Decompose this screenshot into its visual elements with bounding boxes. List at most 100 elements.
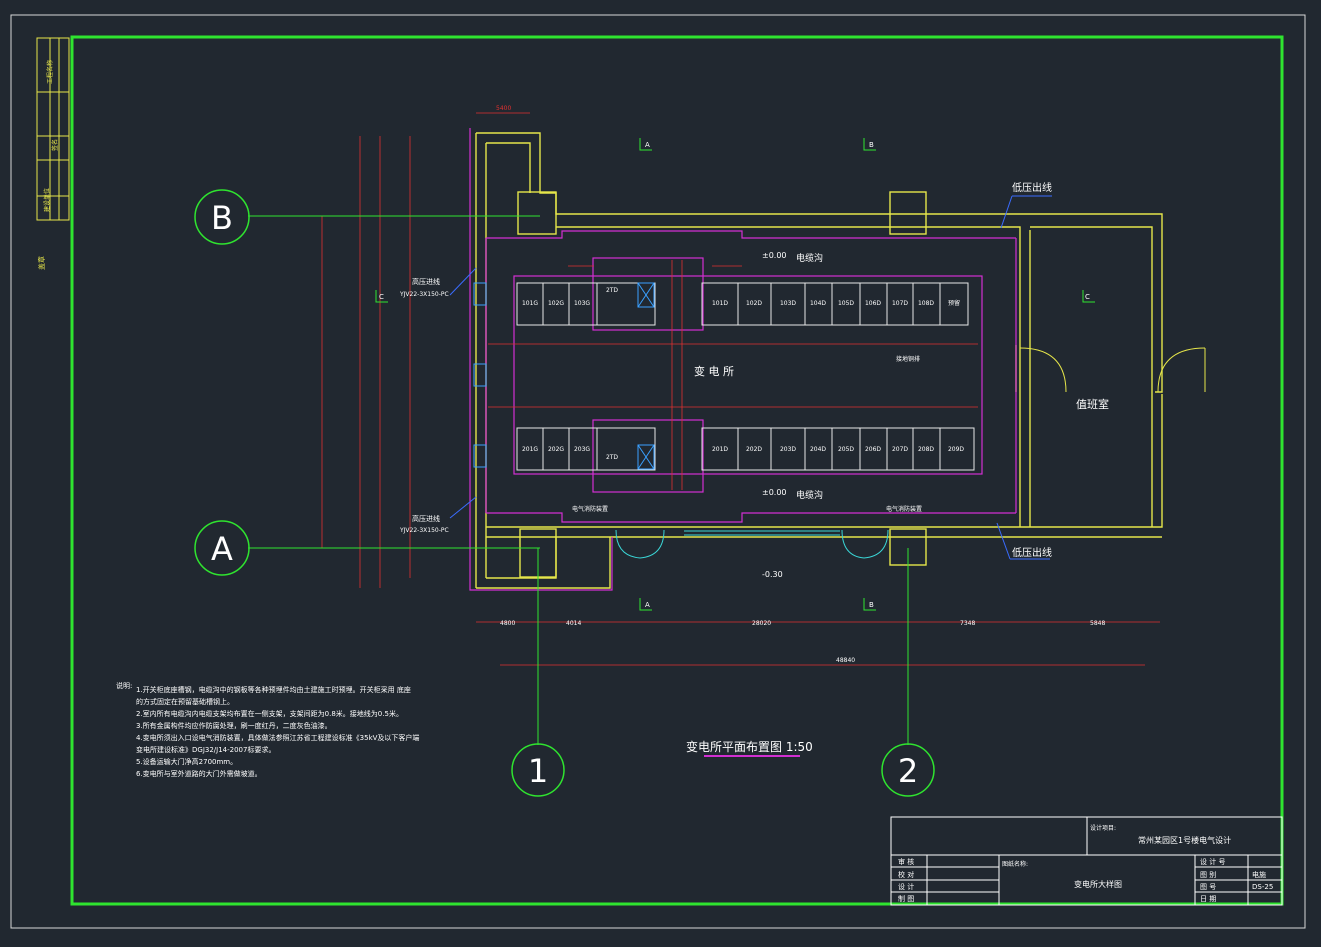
total-dim: 48840 <box>836 657 855 664</box>
axis-label-1: 1 <box>528 752 548 790</box>
low-voltage-out-top: 低压出线 <box>1012 181 1052 194</box>
ground-bar-label: 接地铜排 <box>896 355 920 363</box>
tb-right-row-1: 图 别 <box>1200 870 1216 879</box>
cable-trench-outline <box>469 128 1017 591</box>
axis-label-B: B <box>211 199 233 237</box>
cab-top-9: 106D <box>865 300 881 307</box>
cab-bot-12: 209D <box>948 446 964 453</box>
notes-heading: 说明: <box>116 681 132 690</box>
axis-bubble-1: 1 <box>511 743 565 797</box>
seg5-dim: 5848 <box>1090 620 1105 627</box>
elevation-top: ±0.00 <box>762 251 787 260</box>
leader-lines <box>449 195 1052 560</box>
cab-top-6: 103D <box>780 300 796 307</box>
high-voltage-in-top: 高压进线 <box>412 277 440 286</box>
section-mark-b-top: B <box>869 141 874 149</box>
tb-drawing-label: 图纸名称: <box>1002 860 1028 868</box>
cab-bot-10: 207D <box>892 446 908 453</box>
tb-right-value-1: 电施 <box>1252 870 1266 879</box>
tb-project: 常州某园区1号楼电气设计 <box>1138 835 1231 845</box>
cab-top-5: 102D <box>746 300 762 307</box>
note-line-3: 3.所有金属构件均应作防腐处理，刷一度红丹，二度灰色油漆。 <box>136 721 332 730</box>
fire-device-right: 电气消防装置 <box>886 505 922 513</box>
section-mark-a-bottom: A <box>645 601 650 609</box>
doors <box>615 529 889 559</box>
note-line-1: 的方式固定在预留基础槽钢上。 <box>136 697 234 706</box>
cab-top-1: 102G <box>548 300 564 307</box>
cable-trench-label-bottom: 电缆沟 <box>796 489 823 501</box>
duty-room-doors <box>1019 347 1206 393</box>
axis-bubble-B: B <box>194 189 250 245</box>
seg3-dim: 28020 <box>752 620 771 627</box>
side-stamp-text-0: 工程名称 <box>46 60 54 84</box>
dimension-lines <box>321 112 1160 666</box>
transformer-symbols <box>473 282 655 470</box>
note-line-0: 1.开关柜底座槽钢，电缆沟中的钢板等各种预埋件均由土建施工时预埋。开关柜采用 底… <box>136 685 411 694</box>
axis-lines <box>248 215 909 745</box>
section-mark-c-left: C <box>379 293 384 301</box>
cable-trench-label-top: 电缆沟 <box>796 252 823 264</box>
axis-bubble-A: A <box>194 520 250 576</box>
cab-bot-4: 201D <box>712 446 728 453</box>
note-line-7: 6.变电所与室外道路的大门外需做坡道。 <box>136 769 262 778</box>
cab-bot-6: 203D <box>780 446 796 453</box>
section-mark-b-bottom: B <box>869 601 874 609</box>
cab-top-2: 103G <box>574 300 590 307</box>
cab-top-12: 预留 <box>948 299 960 307</box>
top-width-dim: 5400 <box>496 105 511 112</box>
tb-right-value-2: DS-25 <box>1252 883 1273 891</box>
cab-bot-2: 203G <box>574 446 590 453</box>
cab-top-8: 105D <box>838 300 854 307</box>
elevation-bottom: ±0.00 <box>762 488 787 497</box>
seg2-dim: 4014 <box>566 620 581 627</box>
cab-bot-5: 202D <box>746 446 762 453</box>
cab-top-10: 107D <box>892 300 908 307</box>
cab-bot-9: 206D <box>865 446 881 453</box>
tb-project-label: 设计项目: <box>1090 824 1116 832</box>
tb-left-row-3: 制 图 <box>898 894 914 903</box>
cabinet-row-top <box>516 282 969 326</box>
drawing-title: 变电所平面布置图 1:50 <box>686 739 813 754</box>
cab-top-0: 101G <box>522 300 538 307</box>
high-voltage-in-bottom: 高压进线 <box>412 514 440 523</box>
tb-right-row-3: 日 期 <box>1200 895 1216 903</box>
cab-bot-1: 202G <box>548 446 564 453</box>
note-line-5: 变电所建设标准》DGJ32/J14-2007标要求。 <box>136 745 275 754</box>
side-stamp-block <box>36 37 70 221</box>
seg4-dim: 7348 <box>960 620 975 627</box>
drawing-frame <box>70 35 1284 906</box>
elevation-exterior: -0.30 <box>762 570 783 579</box>
cab-bot-3: 2TD <box>606 454 618 461</box>
low-voltage-out-bottom: 低压出线 <box>1012 546 1052 559</box>
room-main-label: 变 电 所 <box>694 364 734 378</box>
cab-bot-7: 204D <box>810 446 826 453</box>
seg1-dim: 4800 <box>500 620 515 627</box>
building-walls <box>475 132 1163 589</box>
sheet-outer-frame <box>10 14 1306 929</box>
axis-label-2: 2 <box>898 752 918 790</box>
note-line-2: 2.室内所有电缆沟内电缆支架均布置在一侧支架，支架间距为0.8米。接地线为0.5… <box>136 709 403 718</box>
section-mark-c-right: C <box>1085 293 1090 301</box>
cab-top-7: 104D <box>810 300 826 307</box>
side-stamp-text-1: 建设单位 <box>43 188 51 212</box>
cab-bot-8: 205D <box>838 446 854 453</box>
title-block <box>890 816 1283 906</box>
axis-label-A: A <box>211 530 233 568</box>
high-voltage-in-bottom-cable: YJV22-3X150-PC <box>399 527 449 534</box>
tb-left-row-0: 审 核 <box>898 857 914 866</box>
fire-device-left: 电气消防装置 <box>572 505 608 513</box>
note-line-4: 4.变电所须出入口设电气消防装置，具体做法参照江苏省工程建设标准《35kV及以下… <box>136 733 419 742</box>
tb-drawing-name: 变电所大样图 <box>1074 879 1122 889</box>
tb-left-row-1: 校 对 <box>898 870 914 879</box>
high-voltage-in-top-cable: YJV22-3X150-PC <box>399 291 449 298</box>
cab-bot-11: 208D <box>918 446 934 453</box>
section-marks <box>375 138 1095 611</box>
cab-top-4: 101D <box>712 300 728 307</box>
tb-right-row-2: 图 号 <box>1200 883 1216 891</box>
section-mark-a-top: A <box>645 141 650 149</box>
cabinet-row-bottom <box>516 427 975 471</box>
cab-top-3: 2TD <box>606 287 618 294</box>
note-line-6: 5.设备运输大门净高2700mm。 <box>136 757 237 766</box>
side-stamp-text-3: 盖章 <box>37 256 46 270</box>
